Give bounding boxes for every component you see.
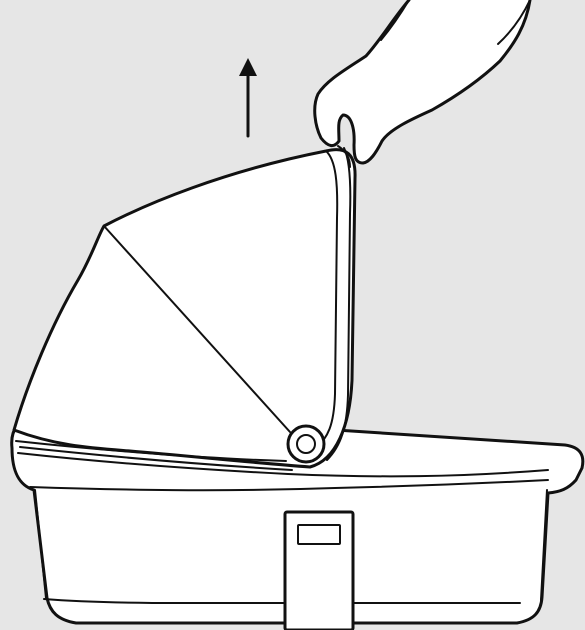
canopy-hinge-center — [296, 434, 316, 454]
arrow-up-icon — [239, 58, 257, 138]
hand-illustration — [313, 0, 532, 168]
carrycot-base — [10, 414, 585, 630]
canopy-hood — [12, 147, 357, 471]
latch-window — [297, 524, 341, 545]
